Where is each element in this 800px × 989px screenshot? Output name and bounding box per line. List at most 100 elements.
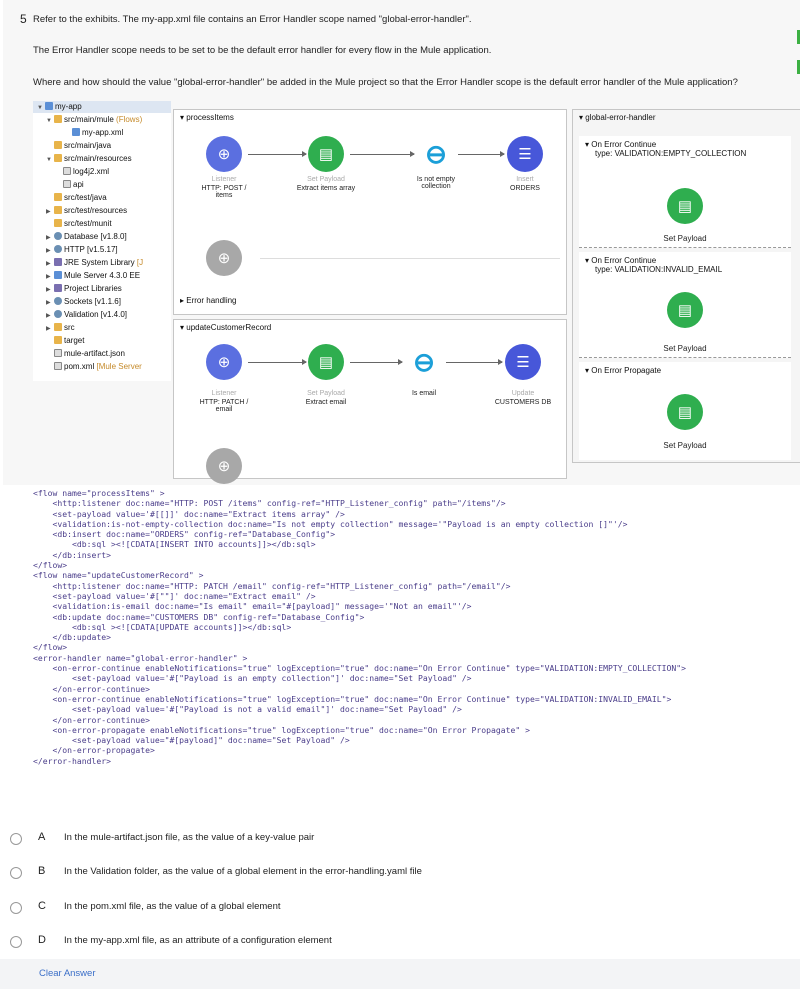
code-line: <db:update doc:name="CUSTOMERS DB" confi… [33,611,365,622]
radio-button[interactable] [10,867,22,879]
folder-icon [54,336,62,344]
listener-label: HTTP: POST / items [201,185,247,199]
code-line: </on-error-continue> [33,683,150,694]
set-payload-icon: ▤ [308,344,344,380]
expand-toggle-icon[interactable]: ▼ [37,105,43,111]
global-error-handler-panel: ▾ global-error-handler ▾ On Error Contin… [572,109,800,463]
tree-item[interactable]: api [33,179,171,191]
tree-item-label: HTTP [v1.5.17] [64,245,118,254]
tree-item[interactable]: ▶Mule Server 4.3.0 EE [33,270,171,282]
question-intro: Refer to the exhibits. The my-app.xml fi… [33,14,472,25]
tree-item[interactable]: ▶ HTTP [v1.5.17] [33,244,171,256]
code-line: </on-error-propagate> [33,745,155,756]
accent-marker [797,30,800,44]
payload-label: Set Payload [663,234,707,243]
tree-item[interactable]: my-app.xml [33,127,171,139]
project-explorer: ▼my-app▼src/main/mule (Flows)my-app.xml s… [33,101,171,381]
expand-toggle-icon[interactable]: ▶ [46,313,51,319]
option-letter: C [38,900,46,912]
update-label: CUSTOMERS DB [494,399,552,406]
clear-answer-link[interactable]: Clear Answer [39,968,96,979]
option-letter: D [38,934,46,946]
tree-item[interactable]: target [33,335,171,347]
expand-toggle-icon[interactable]: ▶ [46,235,51,241]
code-line: </db:insert> [33,549,111,560]
handler-title: ▾ global-error-handler [579,113,656,122]
tree-item[interactable]: ▶src/test/resources [33,205,171,217]
tree-item[interactable]: ▼src/main/mule (Flows) [33,114,171,126]
tree-item-note: (Flows) [116,115,143,124]
radio-button[interactable] [10,902,22,914]
tree-item[interactable]: ▶ Sockets [v1.1.6] [33,296,171,308]
on-error-continue-empty: ▾ On Error Continue type: VALIDATION:EMP… [579,136,791,248]
divider [260,258,560,259]
database-icon: ☰ [505,344,541,380]
flow-arrow [446,359,503,365]
code-line: </flow> [33,642,68,653]
error-handling-toggle[interactable]: ▸ Error handling [180,296,237,305]
tree-item[interactable]: mule-artifact.json [33,348,171,360]
option-a[interactable]: A In the mule-artifact.json file, as the… [0,828,800,850]
expand-toggle-icon[interactable]: ▶ [46,274,51,280]
handler-header: ▾ On Error Continue [585,140,657,149]
expand-toggle-icon[interactable]: ▼ [46,157,52,163]
option-d[interactable]: D In the my-app.xml file, as an attribut… [0,931,800,953]
tree-item[interactable]: ▶ Database [v1.8.0] [33,231,171,243]
expand-toggle-icon[interactable]: ▶ [46,248,51,254]
tree-item[interactable]: ▶Project Libraries [33,283,171,295]
tree-item-label: src/test/java [64,193,107,202]
expand-toggle-icon[interactable]: ▶ [46,261,51,267]
flow-arrow [248,151,307,157]
tree-item[interactable]: src/test/munit [33,218,171,230]
option-letter: A [38,831,46,843]
flow-arrow [350,359,403,365]
tree-item-label: src/test/munit [64,219,112,228]
set-payload-icon: ▤ [308,136,344,172]
tree-item[interactable]: ▼my-app [33,101,171,113]
option-b[interactable]: B In the Validation folder, as the value… [0,862,800,884]
expand-toggle-icon[interactable]: ▶ [46,287,51,293]
code-line: <validation:is-email doc:name="Is email"… [33,601,472,612]
tree-item[interactable]: pom.xml [Mule Server [33,361,171,373]
flow-title: ▾ updateCustomerRecord [180,323,272,332]
validation-icon: ⊖ [413,346,435,377]
expand-toggle-icon[interactable]: ▶ [46,326,51,332]
expand-toggle-icon[interactable]: ▶ [46,300,51,306]
folder-icon [54,141,62,149]
flow-updatecustomerrecord: ▾ updateCustomerRecord ⊕ ▤ ⊖ ☰ Listener … [173,319,567,484]
listener-type-label: Listener [211,390,237,397]
radio-button[interactable] [10,833,22,845]
option-c[interactable]: C In the pom.xml file, as the value of a… [0,897,800,919]
folder-icon [54,219,62,227]
tree-item[interactable]: ▶Validation [v1.4.0] [33,309,171,321]
question-text-2: The Error Handler scope needs to be set … [33,45,492,56]
set-payload-icon: ▤ [667,188,703,224]
code-line: <validation:is-not-empty-collection doc:… [33,518,628,529]
expand-toggle-icon[interactable]: ▶ [46,209,51,215]
database-icon: ☰ [507,136,543,172]
code-line: </on-error-continue> [33,714,150,725]
tree-item[interactable]: ▶src [33,322,171,334]
expand-toggle-icon[interactable]: ▼ [46,118,52,124]
question-card: 5 Refer to the exhibits. The my-app.xml … [0,0,800,485]
tree-item-label: Sockets [v1.1.6] [64,297,121,306]
tree-item[interactable]: src/test/java [33,192,171,204]
insert-type-label: Insert [516,176,534,183]
payload-label: Extract email [305,399,347,406]
code-line: <on-error-continue enableNotifications="… [33,693,672,704]
code-line: <error-handler name="global-error-handle… [33,652,248,663]
code-line: <db:sql ><![CDATA[UPDATE accounts]]></db… [33,621,292,632]
exhibit-image: ▼my-app▼src/main/mule (Flows)my-app.xml s… [33,101,800,484]
tree-item[interactable]: log4j2.xml [33,166,171,178]
radio-button[interactable] [10,936,22,948]
option-text: In the pom.xml file, as the value of a g… [64,901,281,912]
tree-item-label: src/main/java [64,141,112,150]
listener-icon: ⊕ [206,136,242,172]
tree-item[interactable]: src/main/java [33,140,171,152]
tree-item[interactable]: ▼ src/main/resources [33,153,171,165]
mule-icon [45,102,53,110]
tree-item[interactable]: ▶JRE System Library [J [33,257,171,269]
tree-item-label: src/main/resources [64,154,132,163]
jar-icon [54,232,62,240]
tree-item-label: Database [v1.8.0] [64,232,127,241]
